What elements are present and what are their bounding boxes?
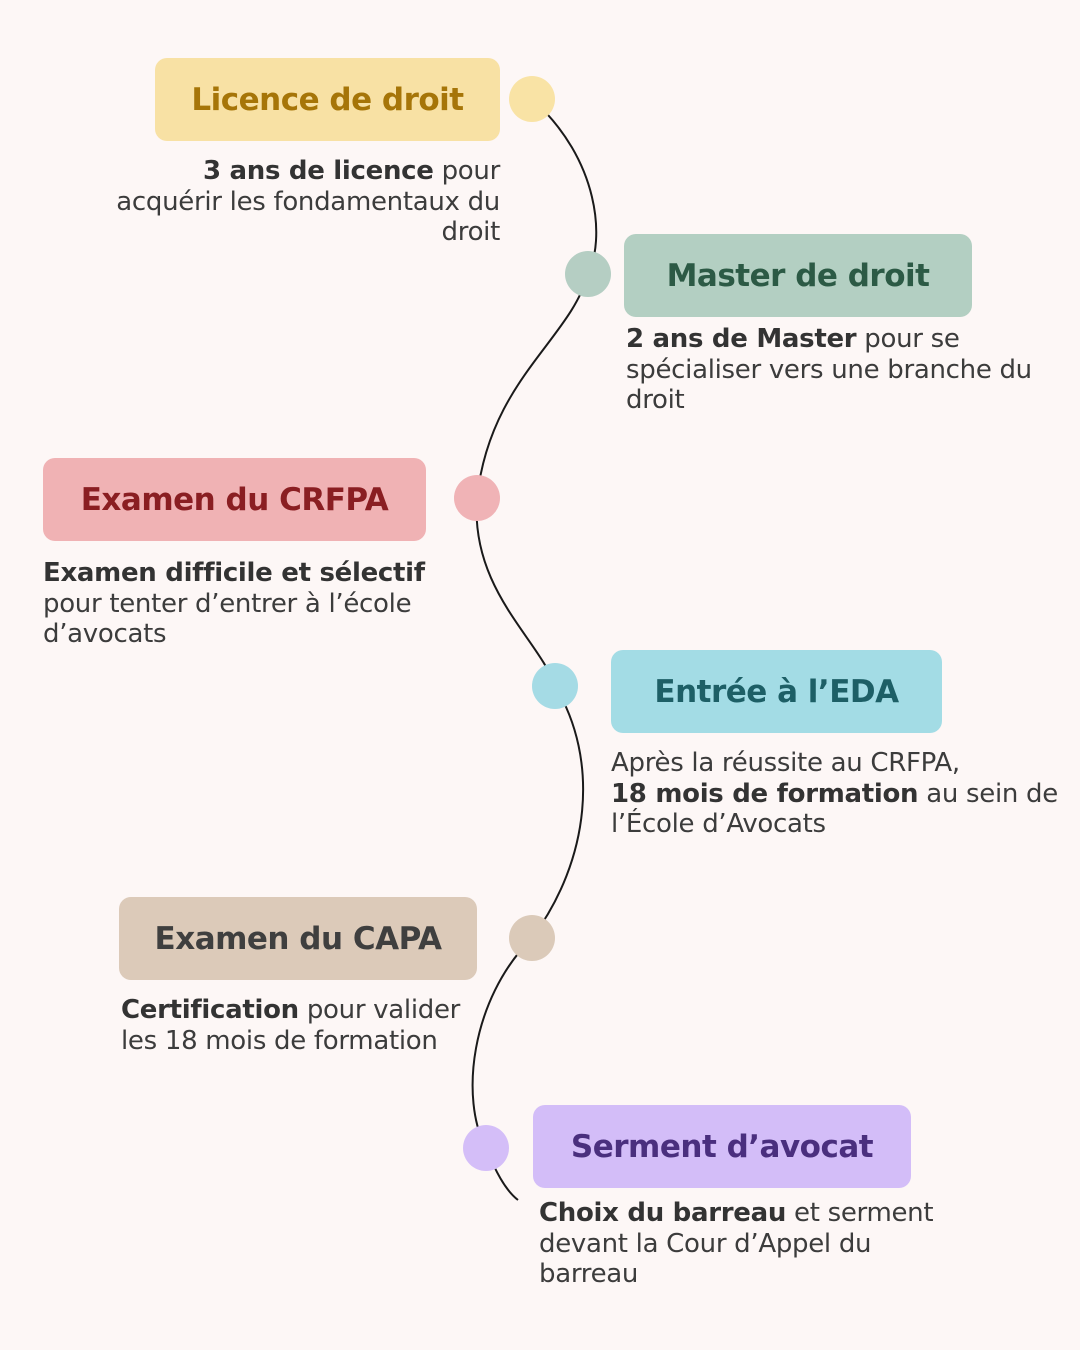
step-dot-1 [509, 76, 555, 122]
desc-text: pour tenter d’entrer à l’école d’avocats [43, 588, 412, 650]
step-dot-4 [532, 663, 578, 709]
step-box-crfpa: Examen du CRFPA [43, 458, 426, 541]
step-title: Master de droit [666, 257, 930, 294]
step-description: 2 ans de Master pour se spécialiser vers… [626, 324, 1066, 416]
desc-highlight: Examen difficile et sélectif [43, 558, 425, 588]
step-description: 3 ans de licence pour acquérir les fonda… [90, 156, 500, 248]
step-box-serment: Serment d’avocat [533, 1105, 911, 1188]
desc-text: au sein de l’École d’Avocats [611, 778, 1058, 840]
desc-highlight: 3 ans de licence [202, 156, 434, 186]
step-description: Choix du barreau et serment devant la Co… [539, 1198, 959, 1290]
step-title: Licence de droit [191, 81, 464, 118]
step-box-eda: Entrée à l’EDA [611, 650, 942, 733]
step-dot-5 [509, 915, 555, 961]
step-dot-6 [463, 1125, 509, 1171]
desc-text: pour se spécialiser vers une branche du … [626, 324, 1032, 415]
desc-text: pour valider les 18 mois de formation [121, 995, 461, 1056]
step-box-master: Master de droit [624, 234, 972, 317]
step-box-licence: Licence de droit [155, 58, 500, 141]
step-box-capa: Examen du CAPA [119, 897, 477, 980]
desc-text: pour acquérir les fondamentaux du droit [116, 156, 500, 247]
step-description: Examen difficile et sélectif pour tenter… [43, 558, 473, 650]
step-title: Entrée à l’EDA [654, 673, 899, 710]
step-title: Examen du CAPA [154, 920, 442, 957]
step-title: Serment d’avocat [570, 1128, 874, 1165]
step-description: Après la réussite au CRFPA, 18 mois de f… [611, 748, 1071, 840]
step-dot-3 [454, 475, 500, 521]
step-title: Examen du CRFPA [80, 481, 389, 518]
desc-highlight: Certification [121, 995, 299, 1025]
step-dot-2 [565, 251, 611, 297]
desc-highlight: 18 mois de formation [611, 778, 919, 809]
desc-highlight: 2 ans de Master [626, 324, 857, 354]
desc-highlight: Choix du barreau [539, 1198, 787, 1228]
step-description: Certification pour valider les 18 mois d… [121, 995, 481, 1056]
desc-text-before: Après la réussite au CRFPA, [611, 748, 960, 778]
desc-text: et serment devant la Cour d’Appel du bar… [539, 1198, 934, 1289]
